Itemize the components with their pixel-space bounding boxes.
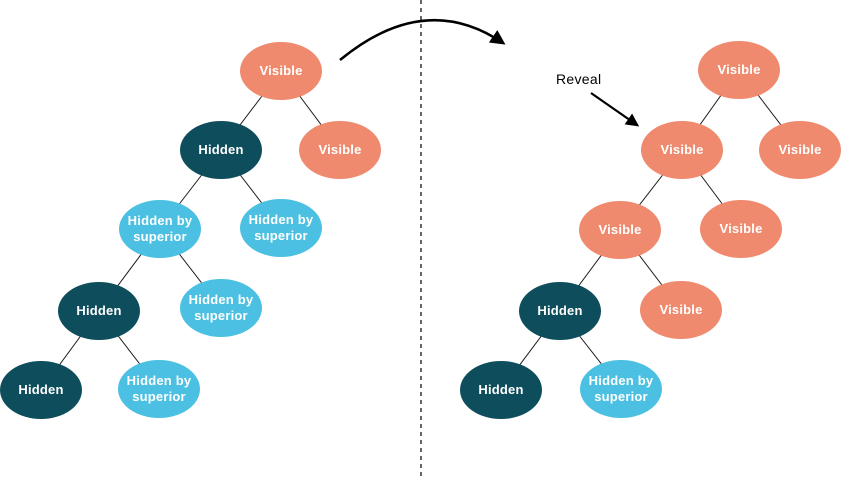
tree-node-hidden-by-superior: Hidden by superior bbox=[240, 199, 322, 257]
node-label: Hidden by superior bbox=[188, 291, 254, 323]
node-label: Hidden by superior bbox=[127, 212, 193, 244]
tree-node-hidden: Hidden bbox=[180, 121, 262, 179]
node-label: Hidden bbox=[478, 381, 524, 397]
node-label: Visible bbox=[719, 220, 763, 236]
reveal-label: Reveal bbox=[556, 71, 602, 87]
node-label: Hidden by superior bbox=[248, 211, 314, 243]
tree-node-visible: Visible bbox=[640, 281, 722, 339]
node-label: Visible bbox=[659, 301, 703, 317]
tree-node-hidden-by-superior: Hidden by superior bbox=[119, 200, 201, 258]
node-label: Visible bbox=[318, 141, 362, 157]
node-label: Visible bbox=[778, 141, 822, 157]
node-label: Hidden bbox=[76, 302, 122, 318]
tree-node-hidden-by-superior: Hidden by superior bbox=[180, 279, 262, 337]
tree-node-visible: Visible bbox=[299, 121, 381, 179]
tree-node-visible: Visible bbox=[700, 200, 782, 258]
node-label: Hidden bbox=[198, 141, 244, 157]
tree-node-visible: Visible bbox=[698, 41, 780, 99]
tree-node-hidden: Hidden bbox=[0, 361, 82, 419]
node-label: Hidden bbox=[537, 302, 583, 318]
node-label: Visible bbox=[717, 61, 761, 77]
tree-node-visible: Visible bbox=[759, 121, 841, 179]
tree-node-hidden: Hidden bbox=[519, 282, 601, 340]
node-label: Visible bbox=[598, 221, 642, 237]
node-label: Hidden by superior bbox=[126, 372, 192, 404]
reveal-arrow bbox=[590, 92, 640, 127]
tree-node-visible-revealed: Visible bbox=[641, 121, 723, 179]
tree-node-hidden-by-superior: Hidden by superior bbox=[118, 360, 200, 418]
tree-node-hidden-by-superior: Hidden by superior bbox=[580, 360, 662, 418]
tree-node-visible: Visible bbox=[579, 201, 661, 259]
node-label: Hidden by superior bbox=[588, 372, 654, 404]
transition-arrow bbox=[339, 18, 506, 61]
tree-node-visible: Visible bbox=[240, 42, 322, 100]
node-label: Hidden bbox=[18, 381, 64, 397]
tree-node-hidden: Hidden bbox=[58, 282, 140, 340]
tree-node-hidden: Hidden bbox=[460, 361, 542, 419]
node-label: Visible bbox=[259, 62, 303, 78]
node-label: Visible bbox=[660, 141, 704, 157]
